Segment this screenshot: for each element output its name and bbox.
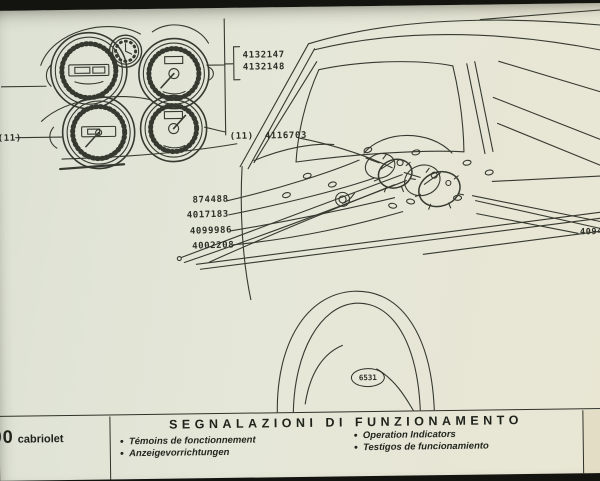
part-number: 4002208 bbox=[192, 240, 235, 252]
caption-text: Anzeigevorrichtungen bbox=[129, 446, 230, 459]
page-right-margin bbox=[583, 409, 600, 474]
instrument-cluster-rear bbox=[176, 146, 494, 264]
clock-dial bbox=[108, 34, 143, 68]
wheel-arch bbox=[276, 290, 435, 413]
speedometer-gauge-4 bbox=[139, 94, 208, 163]
part-number: 40947 bbox=[579, 226, 600, 238]
bulb-connectors bbox=[282, 146, 494, 209]
bullet-icon: ● bbox=[119, 438, 124, 446]
ref-number: (11) bbox=[229, 131, 254, 142]
section-title: SEGNALAZIONI DI FUNZIONAMENTO bbox=[168, 413, 523, 432]
callout-ref-11: (11) 4116703 bbox=[230, 131, 307, 142]
technical-drawing bbox=[0, 9, 600, 413]
part-number: 4017183 bbox=[186, 209, 230, 221]
bullet-icon: ● bbox=[353, 443, 359, 451]
callout-bracket-parts: 4132147 4132148 bbox=[243, 50, 285, 73]
caption-text: Témoins de fonctionnement bbox=[128, 434, 256, 448]
car-body-outline bbox=[195, 9, 600, 301]
part-number: 4132148 bbox=[242, 62, 286, 73]
part-number: 4132147 bbox=[242, 50, 285, 61]
caption-french: ● Témoins de fonctionnement bbox=[120, 435, 256, 448]
caption-text: Operation Indicators bbox=[362, 428, 456, 442]
part-number: 4099986 bbox=[189, 225, 233, 237]
model-name: cabriolet bbox=[17, 433, 64, 446]
caption-spanish: ●Testigos de funcionamiento bbox=[354, 440, 489, 453]
caption-list-left: ● Témoins de fonctionnement ●Anzeigevorri… bbox=[120, 435, 256, 460]
part-number: 874488 bbox=[192, 194, 229, 206]
caption-german: ●Anzeigevorrichtungen bbox=[120, 446, 256, 459]
model-number: 00 bbox=[0, 426, 14, 447]
speedometer-gauge-2 bbox=[138, 37, 210, 110]
figure-number: 6531 bbox=[358, 372, 377, 383]
bullet-icon: ● bbox=[353, 432, 358, 440]
speedometer-gauge-3 bbox=[61, 95, 136, 170]
caption-text: Testigos de funcionamiento bbox=[362, 439, 489, 453]
part-number: 4116703 bbox=[264, 130, 308, 142]
callout-ref-left: (11) bbox=[0, 133, 22, 144]
